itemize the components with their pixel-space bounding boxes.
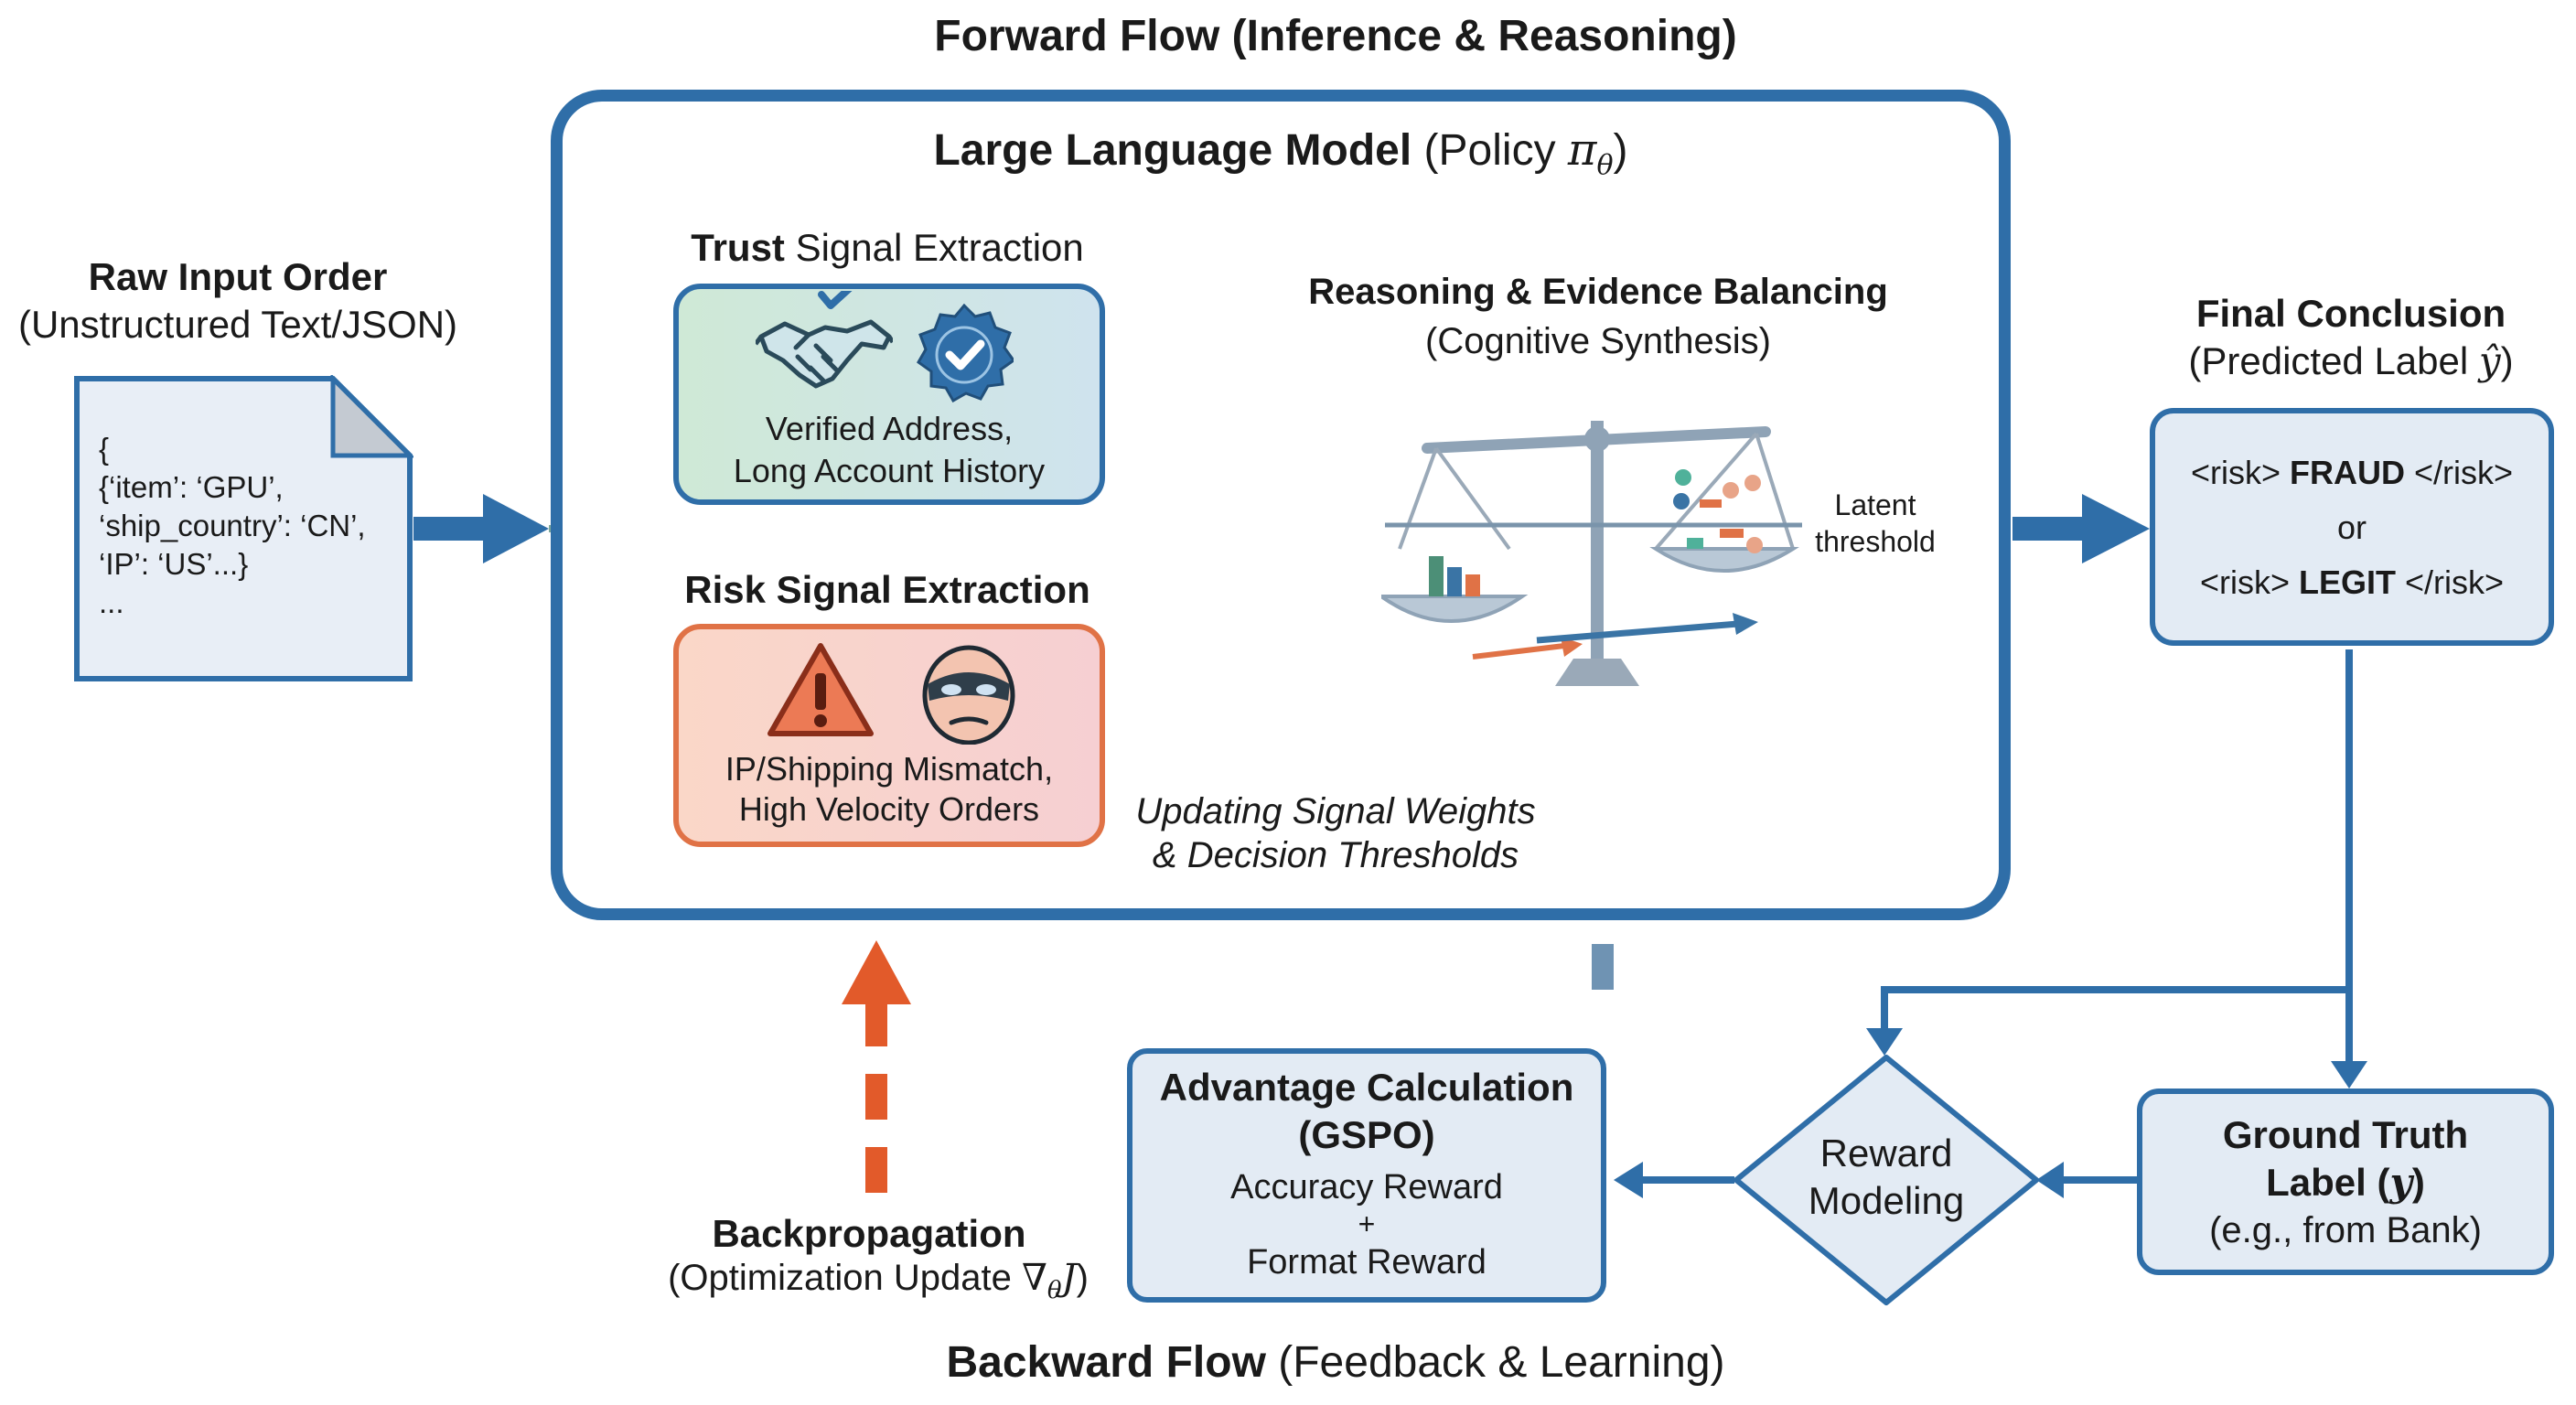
forward-flow-title: Forward Flow (Inference & Reasoning) — [934, 12, 1737, 60]
ground-truth-line-1: Ground Truth — [2222, 1113, 2469, 1156]
reward-line-2: Modeling — [1808, 1179, 1965, 1222]
arrow-final-to-groundtruth — [2331, 649, 2367, 1089]
arrow-final-to-reward — [1866, 986, 2349, 1056]
backprop-subtitle: (Optimization Update ∇θJ) — [668, 1257, 1089, 1304]
verified-badge-icon — [917, 304, 1014, 402]
risk-line-2: High Velocity Orders — [738, 790, 1040, 828]
raw-input-line-3: ‘ship_country’: ‘CN’, — [99, 509, 366, 542]
reasoning-title: Reasoning & Evidence Balancing — [1308, 272, 1888, 312]
handshake-icon — [756, 291, 893, 389]
trust-signal-box — [673, 284, 1105, 505]
ground-truth-box — [2137, 1089, 2554, 1275]
risk-label: Risk Signal Extraction — [684, 568, 1090, 611]
raw-input-line-4: ‘IP’: ‘US’...} — [99, 547, 249, 581]
or-label: or — [2336, 509, 2367, 546]
raw-input-subtitle: (Unstructured Text/JSON) — [17, 303, 458, 346]
raw-input-line-2: {‘item’: ‘GPU’, — [99, 470, 284, 504]
update-note-line-2: & Decision Thresholds — [1152, 835, 1519, 875]
masked-fraudster-icon — [922, 645, 1015, 745]
trust-label: Trust Signal Extraction — [691, 226, 1084, 269]
arrow-reward-to-advantage — [1614, 1162, 1734, 1198]
ground-truth-line-2: Label (y) — [2266, 1160, 2425, 1205]
update-note-line-1: Updating Signal Weights — [1135, 791, 1536, 831]
raw-input-line-5: ... — [99, 585, 124, 619]
arrow-groundtruth-to-reward — [2036, 1162, 2137, 1198]
latent-threshold-label-1: Latent — [1834, 488, 1916, 521]
final-subtitle: (Predicted Label ŷ) — [2188, 338, 2514, 383]
ground-truth-line-3: (e.g., from Bank) — [2209, 1210, 2482, 1250]
balance-scale-icon — [1381, 421, 1802, 686]
reward-diamond — [1733, 1055, 2039, 1305]
advantage-box — [1127, 1048, 1606, 1303]
final-title: Final Conclusion — [2195, 292, 2506, 335]
document-page — [74, 375, 413, 681]
reasoning-subtitle: (Cognitive Synthesis) — [1425, 321, 1771, 361]
advantage-title-2: (GSPO) — [1298, 1113, 1435, 1156]
advantage-title-1: Advantage Calculation — [1159, 1066, 1574, 1109]
advantage-line-1: Accuracy Reward — [1230, 1168, 1503, 1207]
legit-label: <risk> LEGIT </risk> — [2199, 563, 2505, 601]
backprop-title: Backpropagation — [712, 1212, 1026, 1255]
final-conclusion-box — [2150, 408, 2554, 646]
backward-flow-title: Backward Flow (Feedback & Learning) — [946, 1338, 1725, 1387]
trust-line-1: Verified Address, — [765, 410, 1014, 447]
advantage-line-2: Format Reward — [1247, 1243, 1487, 1282]
fraud-label: <risk> FRAUD </risk> — [2190, 454, 2514, 491]
raw-input-title: Raw Input Order — [88, 255, 388, 298]
advantage-plus: + — [1358, 1207, 1376, 1240]
risk-line-1: IP/Shipping Mismatch, — [724, 750, 1054, 788]
latent-threshold-label-2: threshold — [1815, 525, 1936, 558]
raw-input-line-1: { — [99, 432, 110, 466]
risk-signal-box — [673, 624, 1105, 847]
reward-line-1: Reward — [1819, 1132, 1953, 1174]
warning-icon — [767, 643, 874, 736]
llm-title: Large Language Model (Policy πθ) — [933, 124, 1628, 182]
trust-line-2: Long Account History — [733, 452, 1046, 489]
arrow-llm-to-final — [2012, 494, 2150, 563]
arrow-input-to-llm — [413, 494, 549, 563]
